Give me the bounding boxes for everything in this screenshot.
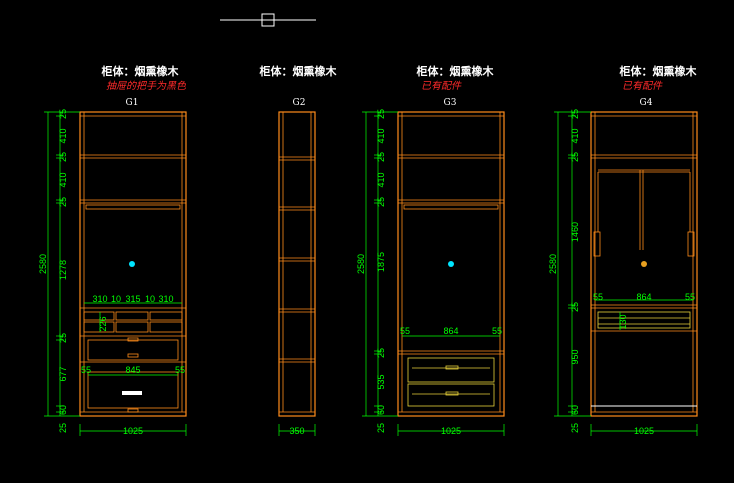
- g3-basket-drawer: [407, 357, 495, 383]
- g1-side-dim: 25: [58, 333, 68, 343]
- g1-small-drawer: [115, 311, 149, 321]
- g1-inner-dim: 55: [175, 365, 185, 375]
- g1-inner-dim: 310: [158, 294, 173, 304]
- g4-inner-dim: 864: [636, 292, 651, 302]
- g1-width: 1025: [123, 426, 143, 436]
- g4-inner-dim: 130: [618, 314, 628, 329]
- g3-carcass: [397, 111, 505, 417]
- g1-small-drawer: [83, 311, 115, 321]
- g3-side-dim: 25: [376, 152, 386, 162]
- g3-total-height: 2580: [356, 254, 366, 274]
- g3-side-dim: 25: [376, 423, 386, 433]
- g3-side-dim: 25: [376, 109, 386, 119]
- cabinet-g1: 柜体：烟熏橡木 抽屉的把手为黑色 G1: [38, 64, 187, 436]
- g4-code: G4: [640, 98, 653, 108]
- g2-title: 柜体：烟熏橡木: [259, 64, 338, 78]
- g1-side-dim: 25: [58, 109, 68, 119]
- g1-hanging-rod: [85, 204, 181, 210]
- g4-side-dim: 60: [570, 405, 580, 415]
- g2-code: G2: [293, 98, 306, 108]
- g2-width: 350: [289, 426, 304, 436]
- g3-title: 柜体：烟熏橡木: [416, 64, 495, 78]
- g4-side-dim: 410: [570, 128, 580, 143]
- g4-carcass: [590, 111, 698, 417]
- g4-side-dim: 25: [570, 423, 580, 433]
- g1-small-drawer: [83, 321, 115, 333]
- rectangle-marker-icon: [220, 13, 316, 27]
- g4-light-dot: [641, 261, 647, 267]
- g1-carcass: [79, 111, 187, 417]
- g1-inner-dim: 10: [145, 294, 155, 304]
- g4-inner-dim: 55: [593, 292, 603, 302]
- cabinet-g4: 柜体：烟熏橡木 已有配件 G4: [548, 64, 698, 436]
- g1-title: 柜体：烟熏橡木: [101, 64, 180, 78]
- g4-title: 柜体：烟熏橡木: [619, 64, 698, 78]
- g1-drawer: [87, 371, 179, 409]
- g1-drawer-handle: [122, 391, 142, 395]
- g1-code: G1: [126, 98, 139, 108]
- g3-width: 1025: [441, 426, 461, 436]
- g3-side-dim: 410: [376, 128, 386, 143]
- g1-inner-dim: 315: [125, 294, 140, 304]
- g3-side-dim: 25: [376, 348, 386, 358]
- g3-side-dim: 1875: [376, 252, 386, 272]
- g1-side-dim: 25: [58, 152, 68, 162]
- g3-light-dot: [448, 261, 454, 267]
- g4-pull-tray: [597, 311, 691, 329]
- g3-hanging-rod: [403, 204, 499, 210]
- g4-side-dim: 25: [570, 302, 580, 312]
- g1-total-height: 2580: [38, 254, 48, 274]
- g1-side-dim: 1278: [58, 260, 68, 280]
- g1-note: 抽屉的把手为黑色: [106, 80, 187, 92]
- g1-light-dot: [129, 261, 135, 267]
- g1-small-drawer: [149, 321, 183, 333]
- g1-small-drawer: [149, 311, 183, 321]
- g1-inner-dim: 10: [111, 294, 121, 304]
- g3-side-dim: 410: [376, 172, 386, 187]
- g4-note: 已有配件: [622, 80, 663, 92]
- g1-inner-dim: 845: [125, 365, 140, 375]
- g4-hanger-bracket: [687, 231, 695, 257]
- g3-inner-dim: 864: [443, 326, 458, 336]
- cabinet-g2: 柜体：烟熏橡木 G2 350: [259, 64, 338, 436]
- g4-side-dim: 25: [570, 109, 580, 119]
- g1-side-dim: 410: [58, 172, 68, 187]
- g3-inner-dim: 55: [492, 326, 502, 336]
- g4-hanger-bracket: [593, 231, 601, 257]
- g3-side-dim: 25: [376, 197, 386, 207]
- g4-side-dim: 25: [570, 152, 580, 162]
- g3-note: 已有配件: [421, 80, 462, 92]
- g2-carcass: [278, 111, 316, 417]
- g1-small-drawer: [115, 321, 149, 333]
- g3-side-dim: 535: [376, 374, 386, 389]
- g4-side-dim: 1460: [570, 222, 580, 242]
- g1-side-dim: 677: [58, 366, 68, 381]
- g3-inner-dim: 55: [400, 326, 410, 336]
- g1-inner-dim: 55: [81, 365, 91, 375]
- g1-side-dim: 25: [58, 197, 68, 207]
- g1-drawer: [87, 339, 179, 361]
- g3-code: G3: [444, 98, 457, 108]
- g1-inner-dim: 310: [92, 294, 107, 304]
- g1-side-dim: 410: [58, 128, 68, 143]
- g4-total-height: 2580: [548, 254, 558, 274]
- g4-width: 1025: [634, 426, 654, 436]
- cabinet-g3: 柜体：烟熏橡木 已有配件 G3: [356, 64, 505, 436]
- g4-inner-dim: 55: [685, 292, 695, 302]
- g4-side-dim: 950: [570, 349, 580, 364]
- g1-inner-dim: 226: [98, 316, 108, 331]
- g1-side-dim: 60: [58, 405, 68, 415]
- g3-side-dim: 60: [376, 405, 386, 415]
- g3-basket-drawer: [407, 383, 495, 407]
- g1-side-dim: 25: [58, 423, 68, 433]
